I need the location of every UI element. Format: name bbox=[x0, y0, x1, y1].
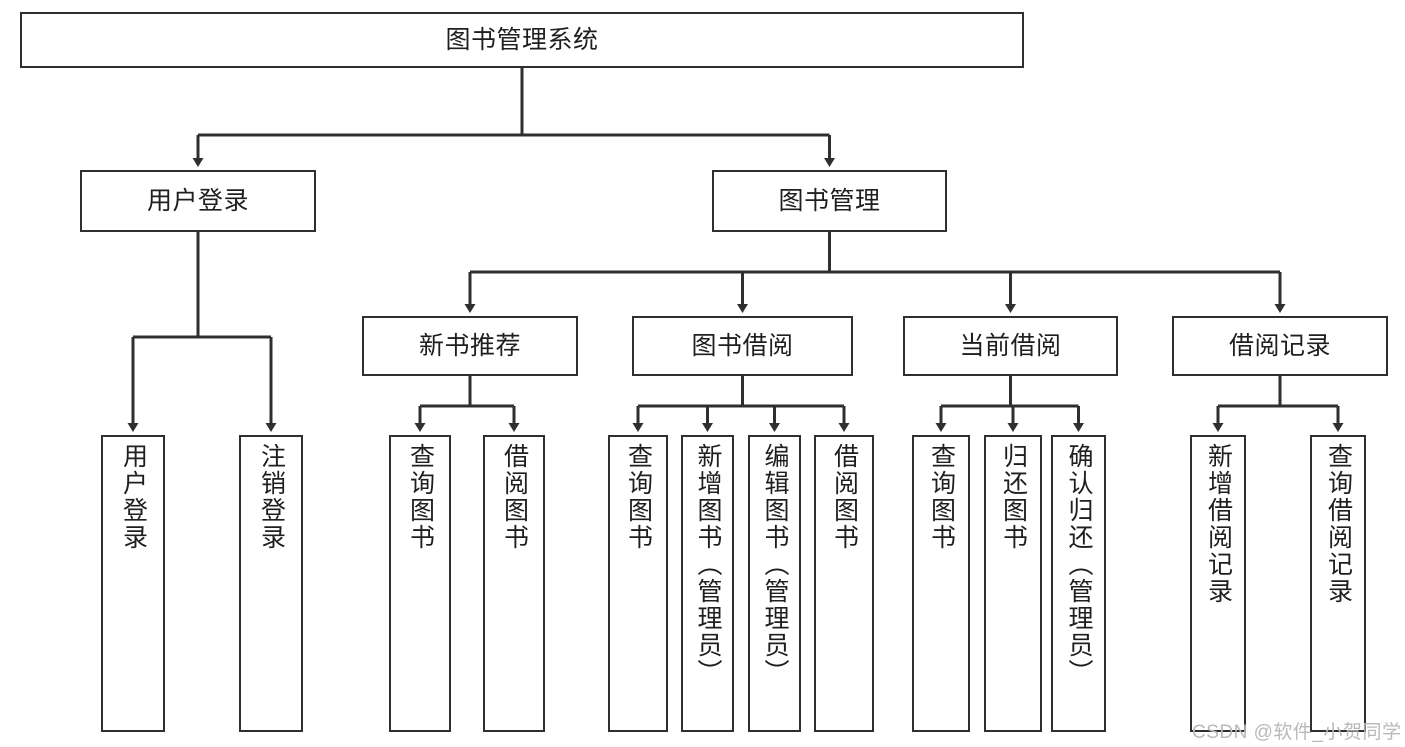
leaf-query-book-current-label: 查询图书 bbox=[927, 443, 956, 551]
node-user-login[interactable]: 用户登录 bbox=[80, 170, 316, 232]
node-book-management-label: 图书管理 bbox=[778, 186, 881, 215]
leaf-logout-label: 注销登录 bbox=[257, 443, 286, 551]
leaf-return-book[interactable]: 归还图书 bbox=[984, 435, 1042, 732]
leaf-add-borrow-record[interactable]: 新增借阅记录 bbox=[1190, 435, 1246, 732]
leaf-user-login-label: 用户登录 bbox=[119, 443, 148, 551]
node-root[interactable]: 图书管理系统 bbox=[20, 12, 1024, 68]
leaf-confirm-return-admin[interactable]: 确认归还（管理员） bbox=[1051, 435, 1106, 732]
csdn-watermark: CSDN @软件_小贺同学 bbox=[1192, 722, 1402, 743]
node-current-borrow-label: 当前借阅 bbox=[959, 331, 1062, 360]
leaf-borrow-book-label: 借阅图书 bbox=[830, 443, 859, 551]
node-new-book-recommend-label: 新书推荐 bbox=[418, 331, 521, 360]
node-borrow-record-label: 借阅记录 bbox=[1228, 331, 1331, 360]
leaf-return-book-label: 归还图书 bbox=[999, 443, 1028, 551]
node-user-login-label: 用户登录 bbox=[146, 186, 249, 215]
leaf-confirm-return-admin-label: 确认归还（管理员） bbox=[1065, 443, 1093, 686]
leaf-query-book-borrow-label: 查询图书 bbox=[624, 443, 653, 551]
node-new-book-recommend[interactable]: 新书推荐 bbox=[362, 316, 578, 376]
node-book-management[interactable]: 图书管理 bbox=[712, 170, 947, 232]
leaf-edit-book-admin-label: 编辑图书（管理员） bbox=[761, 443, 789, 686]
leaf-borrow-book[interactable]: 借阅图书 bbox=[814, 435, 874, 732]
leaf-query-book-recommend[interactable]: 查询图书 bbox=[389, 435, 451, 732]
leaf-add-book-admin-label: 新增图书（管理员） bbox=[694, 443, 722, 686]
node-book-borrow[interactable]: 图书借阅 bbox=[632, 316, 853, 376]
node-root-label: 图书管理系统 bbox=[445, 25, 599, 54]
leaf-query-borrow-record-label: 查询借阅记录 bbox=[1324, 443, 1353, 605]
leaf-add-borrow-record-label: 新增借阅记录 bbox=[1204, 443, 1233, 605]
leaf-user-login[interactable]: 用户登录 bbox=[101, 435, 165, 732]
leaf-query-book-recommend-label: 查询图书 bbox=[406, 443, 435, 551]
leaf-borrow-book-recommend[interactable]: 借阅图书 bbox=[483, 435, 545, 732]
node-borrow-record[interactable]: 借阅记录 bbox=[1172, 316, 1388, 376]
leaf-query-borrow-record[interactable]: 查询借阅记录 bbox=[1310, 435, 1366, 732]
leaf-borrow-book-recommend-label: 借阅图书 bbox=[500, 443, 529, 551]
leaf-edit-book-admin[interactable]: 编辑图书（管理员） bbox=[748, 435, 801, 732]
node-current-borrow[interactable]: 当前借阅 bbox=[903, 316, 1118, 376]
leaf-add-book-admin[interactable]: 新增图书（管理员） bbox=[681, 435, 734, 732]
leaf-query-book-current[interactable]: 查询图书 bbox=[912, 435, 970, 732]
leaf-logout[interactable]: 注销登录 bbox=[239, 435, 303, 732]
leaf-query-book-borrow[interactable]: 查询图书 bbox=[608, 435, 668, 732]
node-book-borrow-label: 图书借阅 bbox=[691, 331, 794, 360]
